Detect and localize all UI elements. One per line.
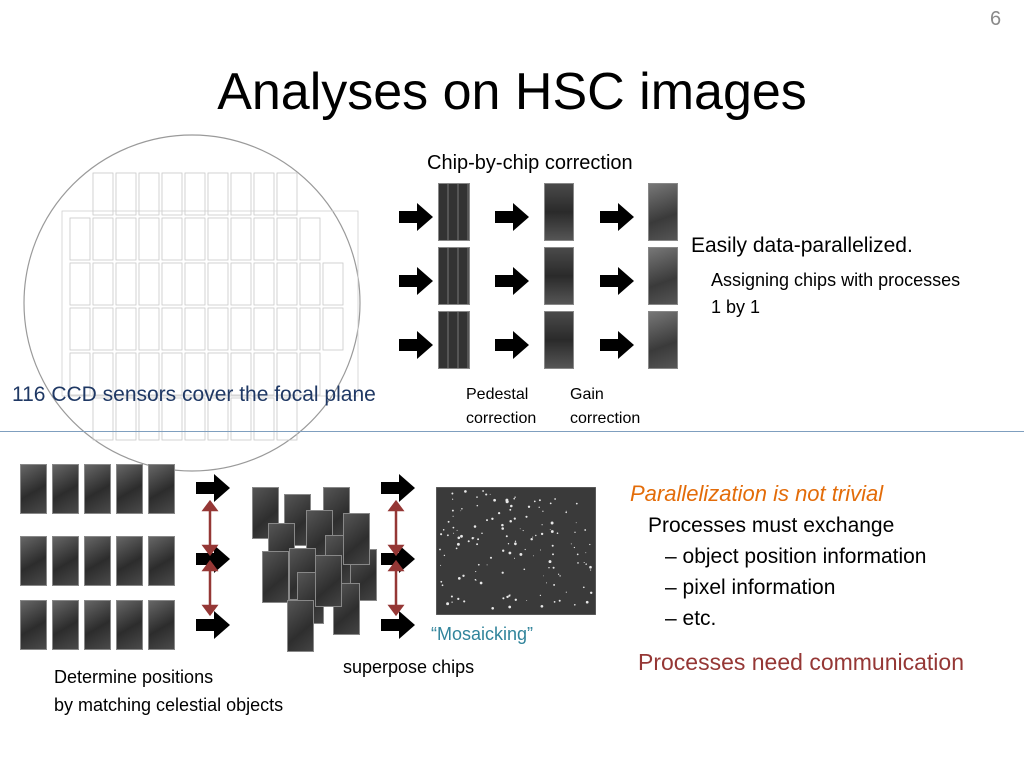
gain-line-2: correction xyxy=(570,410,641,427)
mosaicking-label: “Mosaicking” xyxy=(431,624,534,644)
superposed-chip-image xyxy=(315,555,342,607)
determine-line-2: by matching celestial objects xyxy=(54,695,284,715)
gain-corrected-chip-image xyxy=(648,247,678,305)
need-communication-text: Processes need communication xyxy=(638,649,964,675)
input-chip-image xyxy=(148,536,175,586)
mosaic-stars xyxy=(439,490,593,610)
input-chip-image xyxy=(20,536,47,586)
arrow-icon xyxy=(495,203,529,231)
must-exchange-text: Processes must exchange xyxy=(648,514,895,537)
pedestal-corrected-chip-image xyxy=(544,247,574,305)
gain-line-1: Gain xyxy=(570,386,604,403)
input-chip-image xyxy=(116,536,143,586)
input-chip-image xyxy=(84,464,111,514)
arrow-icon xyxy=(381,545,415,573)
bullet-etc: – etc. xyxy=(665,607,717,630)
input-chip-image xyxy=(20,600,47,650)
arrow-icon xyxy=(495,267,529,295)
superpose-label: superpose chips xyxy=(343,657,475,677)
slide-title: Analyses on HSC images xyxy=(217,63,807,121)
input-chip-image xyxy=(84,536,111,586)
arrow-icon xyxy=(196,474,230,502)
input-chip-image xyxy=(52,536,79,586)
section-divider xyxy=(0,431,1024,432)
exchange-double-arrows-left xyxy=(201,500,219,617)
superposed-chip-image xyxy=(287,600,314,652)
input-chip-image xyxy=(52,464,79,514)
input-chip-image xyxy=(20,464,47,514)
pedestal-correction-label: Pedestal correction xyxy=(466,383,536,431)
bullet-position-info: – object position information xyxy=(665,545,927,568)
ccd-grid xyxy=(69,172,344,441)
ccd-outline xyxy=(61,210,359,397)
chip-correction-heading: Chip-by-chip correction xyxy=(427,152,633,174)
gain-corrected-chip-image xyxy=(648,311,678,369)
input-chip-image xyxy=(84,600,111,650)
arrow-icon xyxy=(196,545,230,573)
bullet-pixel-info: – pixel information xyxy=(665,576,836,599)
focal-plane-diagram xyxy=(23,134,361,472)
arrow-icon xyxy=(399,267,433,295)
focal-plane-label: 116 CCD sensors cover the focal plane xyxy=(12,383,376,406)
arrow-icon xyxy=(600,203,634,231)
raw-chip-image xyxy=(438,311,470,369)
input-chip-image xyxy=(148,600,175,650)
focal-plane-circle xyxy=(23,134,361,472)
assign-line-1: Assigning chips with processes xyxy=(711,270,961,290)
input-chip-image xyxy=(52,600,79,650)
assign-chips-text: Assigning chips with processes 1 by 1 xyxy=(711,267,960,321)
arrow-icon xyxy=(196,611,230,639)
slide-number: 6 xyxy=(990,8,1002,30)
arrow-icon xyxy=(399,331,433,359)
input-chip-image xyxy=(148,464,175,514)
raw-chip-image xyxy=(438,183,470,241)
pedestal-line-1: Pedestal xyxy=(466,386,529,403)
exchange-double-arrows-right xyxy=(387,500,405,617)
input-chip-image xyxy=(116,600,143,650)
input-chip-image xyxy=(116,464,143,514)
pedestal-corrected-chip-image xyxy=(544,183,574,241)
pedestal-line-2: correction xyxy=(466,410,537,427)
arrow-icon xyxy=(495,331,529,359)
gain-corrected-chip-image xyxy=(648,183,678,241)
arrow-icon xyxy=(381,474,415,502)
determine-line-1: Determine positions xyxy=(54,667,214,687)
not-trivial-heading: Parallelization is not trivial xyxy=(630,481,884,506)
easily-parallelized-text: Easily data-parallelized. xyxy=(691,234,913,257)
arrow-icon xyxy=(399,203,433,231)
mosaic-image xyxy=(436,487,596,615)
superposed-chip-image xyxy=(262,551,289,603)
arrow-icon xyxy=(381,611,415,639)
assign-line-2: 1 by 1 xyxy=(711,297,761,317)
pedestal-corrected-chip-image xyxy=(544,311,574,369)
raw-chip-image xyxy=(438,247,470,305)
arrow-icon xyxy=(600,267,634,295)
arrow-icon xyxy=(600,331,634,359)
determine-positions-label: Determine positions by matching celestia… xyxy=(54,663,283,719)
gain-correction-label: Gain correction xyxy=(570,383,640,431)
superposed-chip-image xyxy=(343,513,370,565)
